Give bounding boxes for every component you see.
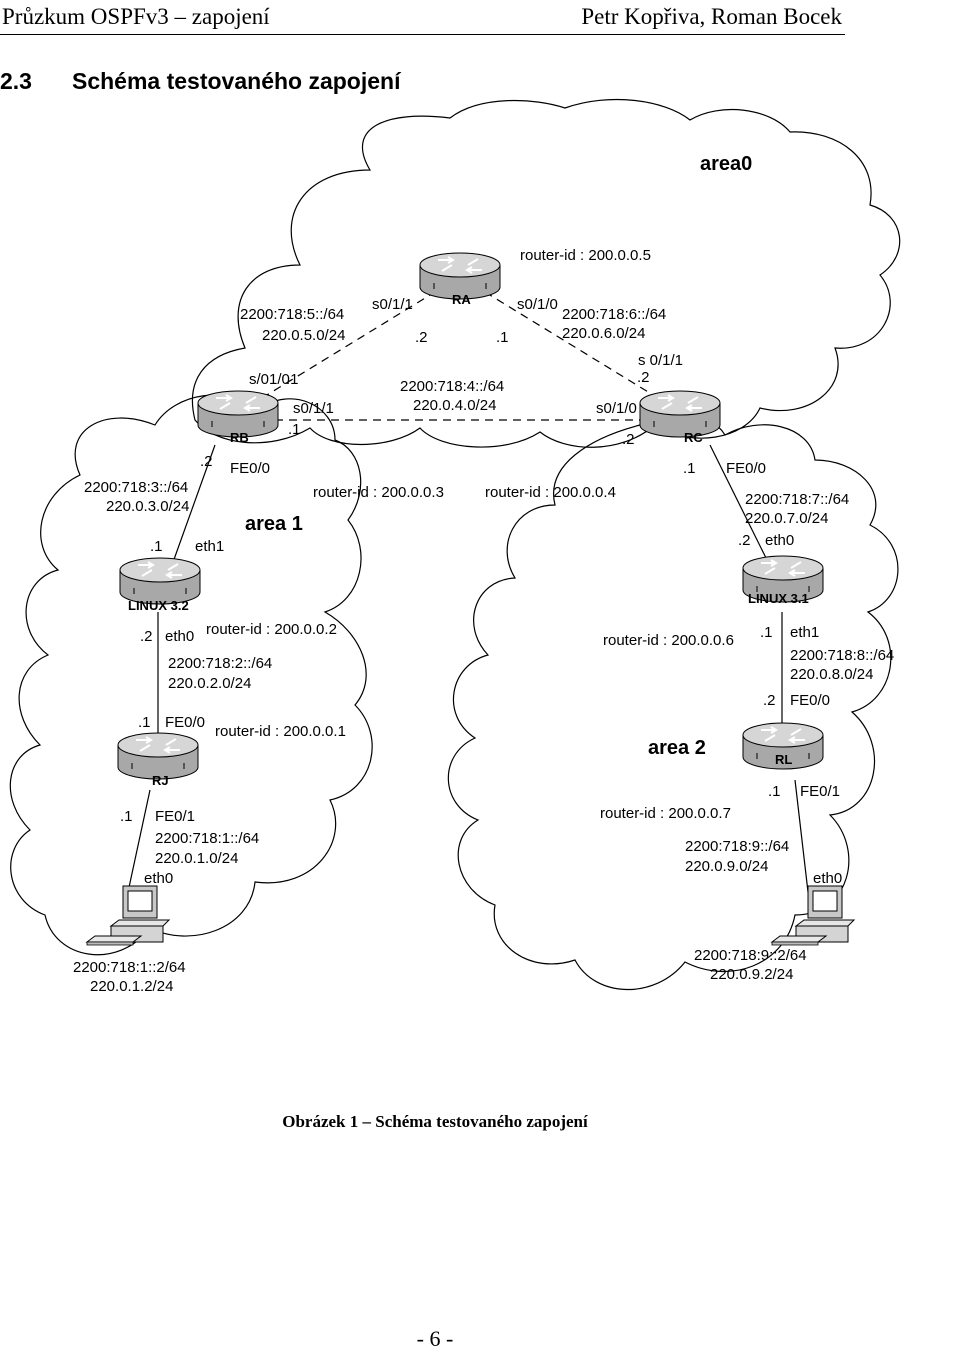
router-id-rl: router-id : 200.0.0.7: [600, 805, 731, 822]
pc1-icon: [86, 885, 170, 946]
area1-cloud: [9, 394, 373, 956]
linux31-eth0-host: .2: [738, 532, 751, 549]
link-rc-linux31: [709, 444, 769, 563]
linux32-eth0-host: .2: [140, 628, 153, 645]
rb-fe00-label: FE0/0: [230, 460, 270, 477]
pc2-v6: 2200:718:9::2/64: [694, 947, 807, 964]
pc1-eth0-label: eth0: [144, 870, 173, 887]
router-rc-icon: [639, 390, 721, 438]
linux31-eth0-label: eth0: [765, 532, 794, 549]
router-rc-name: RC: [684, 430, 703, 445]
ra-right-host: .1: [496, 329, 509, 346]
header-rule: [0, 34, 845, 35]
router-id-linux31: router-id : 200.0.0.6: [603, 632, 734, 649]
net9-v4: 220.0.9.0/24: [685, 858, 768, 875]
rb-fe-host: .2: [200, 453, 213, 470]
ra-s011-label: s0/1/1: [372, 296, 413, 313]
net2-v4: 220.0.2.0/24: [168, 675, 251, 692]
router-id-ra: router-id : 200.0.0.5: [520, 247, 651, 264]
area1-label: area 1: [245, 513, 303, 535]
net3-v6: 2200:718:3::/64: [84, 479, 188, 496]
net4-v4: 220.0.4.0/24: [413, 397, 496, 414]
pc1-v6: 2200:718:1::2/64: [73, 959, 186, 976]
header-left: Průzkum OSPFv3 – zapojení: [2, 4, 270, 29]
rc-s010-label: s0/1/0: [596, 400, 637, 417]
area2-label: area 2: [648, 737, 706, 759]
network-diagram: area0 area 1 area 2 RA RB RC LINUX 3.2 L…: [9, 98, 901, 995]
router-id-rc: router-id : 200.0.0.4: [485, 484, 616, 501]
net1-v6: 2200:718:1::/64: [155, 830, 259, 847]
rc-fe-host: .1: [683, 460, 696, 477]
net2-v6: 2200:718:2::/64: [168, 655, 272, 672]
net5-v6: 2200:718:5::/64: [240, 306, 344, 323]
net9-v6: 2200:718:9::/64: [685, 838, 789, 855]
rb-s010-label: s/01/0: [249, 371, 290, 388]
linux32-eth1-label: eth1: [195, 538, 224, 555]
area0-cloud: [191, 98, 901, 448]
link-ra-rc: [484, 291, 659, 399]
net7-v4: 220.0.7.0/24: [745, 510, 828, 527]
rl-fe01-label: FE0/1: [800, 783, 840, 800]
rc-s011-host: .2: [637, 369, 650, 386]
net1-v4: 220.0.1.0/24: [155, 850, 238, 867]
section-number: 2.3: [0, 68, 32, 94]
ra-left-host: .2: [415, 329, 428, 346]
ra-s010-label: s0/1/0: [517, 296, 558, 313]
rj-fe00-host: .1: [138, 714, 151, 731]
area0-label: area0: [700, 153, 752, 175]
router-rl-name: RL: [775, 752, 792, 767]
area2-cloud: [447, 412, 899, 991]
rj-fe00-label: FE0/0: [165, 714, 205, 731]
pc2-icon: [771, 885, 855, 946]
rl-fe01-host: .1: [768, 783, 781, 800]
link-rj-pc1: [127, 789, 151, 893]
rb-s010-host: .1: [286, 371, 299, 388]
link-rl-pc2: [794, 779, 809, 893]
net5-v4: 220.0.5.0/24: [262, 327, 345, 344]
rb-s011-host: .1: [288, 421, 301, 438]
router-rj-name: RJ: [152, 773, 169, 788]
pc2-v4: 220.0.9.2/24: [710, 966, 793, 983]
net8-v6: 2200:718:8::/64: [790, 647, 894, 664]
pc1-v4: 220.0.1.2/24: [90, 978, 173, 995]
net6-v4: 220.0.6.0/24: [562, 325, 645, 342]
section-title: Schéma testovaného zapojení: [72, 68, 401, 94]
rj-fe01-host: .1: [120, 808, 133, 825]
header-right: Petr Kopřiva, Roman Bocek: [581, 4, 842, 29]
rc-fe00-label: FE0/0: [726, 460, 766, 477]
router-id-linux32: router-id : 200.0.0.2: [206, 621, 337, 638]
net6-v6: 2200:718:6::/64: [562, 306, 666, 323]
net4-v6: 2200:718:4::/64: [400, 378, 504, 395]
router-id-rb: router-id : 200.0.0.3: [313, 484, 444, 501]
net7-v6: 2200:718:7::/64: [745, 491, 849, 508]
page-number: - 6 -: [416, 1326, 454, 1351]
linux31-eth1-label: eth1: [790, 624, 819, 641]
rl-fe00-label: FE0/0: [790, 692, 830, 709]
net3-v4: 220.0.3.0/24: [106, 498, 189, 515]
rb-s011-label: s0/1/1: [293, 400, 334, 417]
rj-fe01-label: FE0/1: [155, 808, 195, 825]
router-ra-name: RA: [452, 292, 471, 307]
section-heading: 2.3 Schéma testovaného zapojení: [0, 68, 400, 95]
link-rb-ra: [261, 291, 436, 399]
figure-caption: Obrázek 1 – Schéma testovaného zapojení: [282, 1112, 588, 1131]
router-linux31-name: LINUX 3.1: [748, 591, 809, 606]
router-rb-name: RB: [230, 430, 249, 445]
router-linux32-name: LINUX 3.2: [128, 598, 189, 613]
rc-s011-label: s 0/1/1: [638, 352, 683, 369]
link-rb-linux32: [171, 444, 216, 566]
linux32-eth0-label: eth0: [165, 628, 194, 645]
pc2-eth0-label: eth0: [813, 870, 842, 887]
router-id-rj: router-id : 200.0.0.1: [215, 723, 346, 740]
rl-fe00-host: .2: [763, 692, 776, 709]
linux31-eth1-host: .1: [760, 624, 773, 641]
net8-v4: 220.0.8.0/24: [790, 666, 873, 683]
rc-s010-host: .2: [622, 431, 635, 448]
linux32-eth1-host: .1: [150, 538, 163, 555]
